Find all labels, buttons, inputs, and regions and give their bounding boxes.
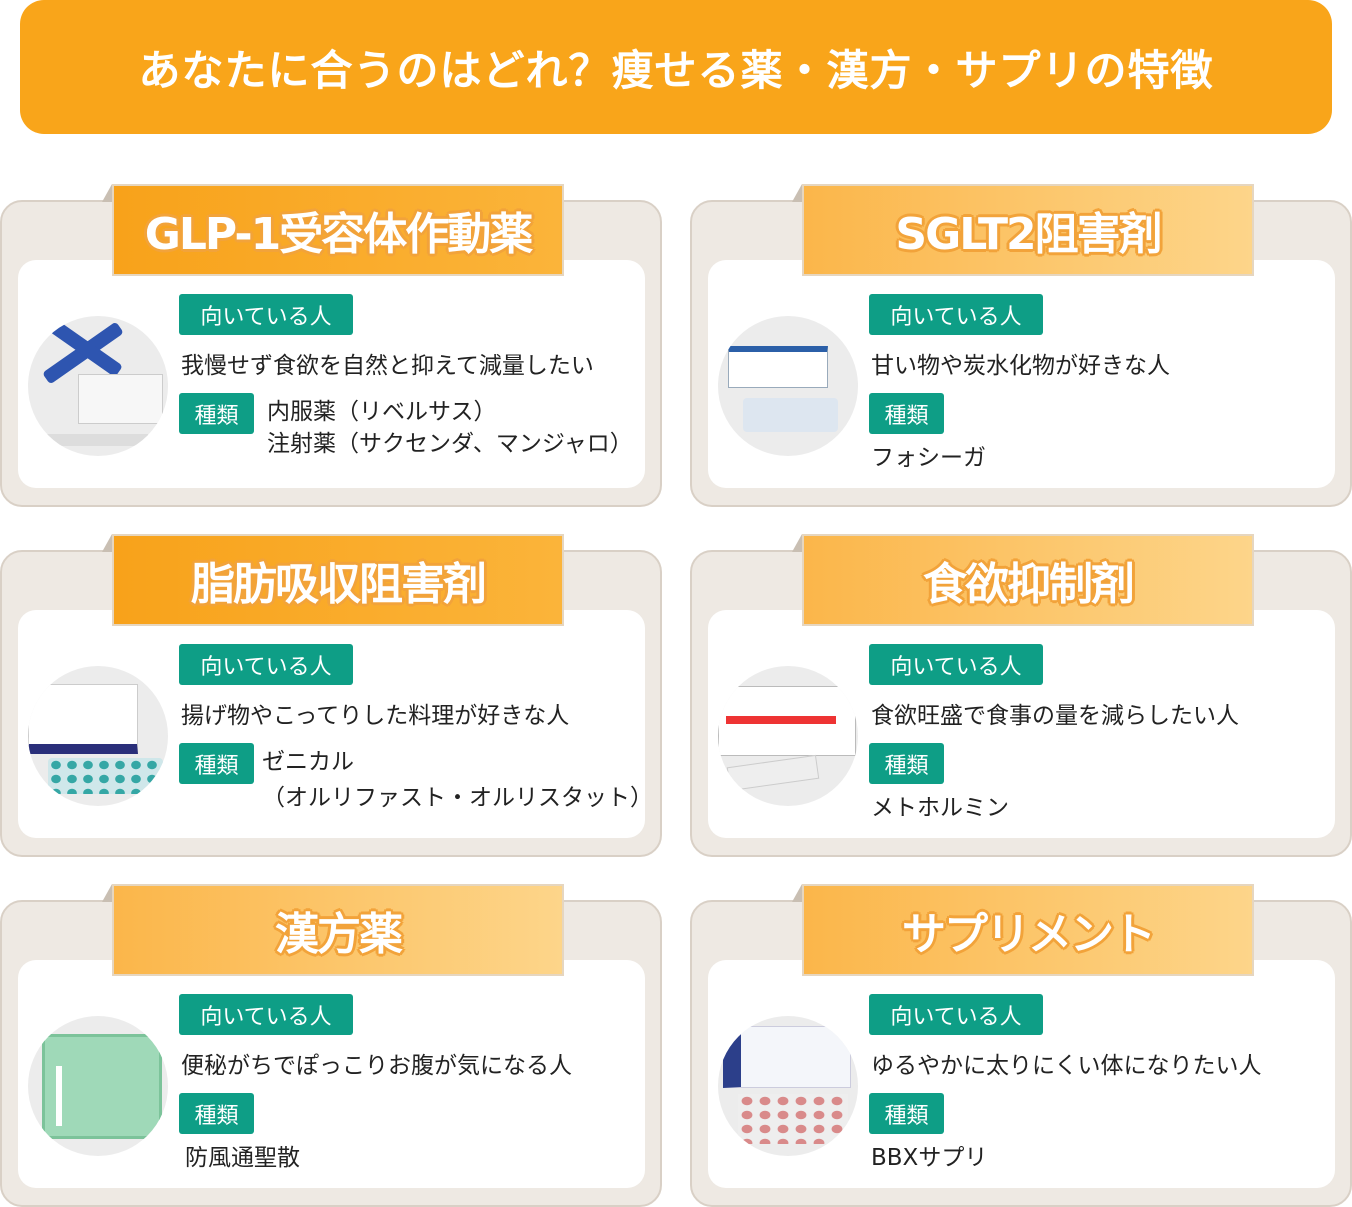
- kind-badge: 種類: [179, 393, 254, 434]
- product-shape: [38, 434, 148, 446]
- kind-text: 防風通聖散: [185, 1142, 300, 1174]
- card-panel: 向いている人 食欲旺盛で食事の量を減らしたい人 種類 メトホルミン: [708, 610, 1335, 838]
- product-shape: [726, 754, 820, 792]
- card-panel: 向いている人 我慢せず食欲を自然と抑えて減量したい 種類 内服薬（リベルサス） …: [18, 260, 645, 488]
- kind-line: （オルリファスト・オルリスタット）: [262, 785, 653, 811]
- tab-fold: [102, 184, 112, 202]
- card-title: 食欲抑制剤: [923, 559, 1135, 610]
- suitable-badge: 向いている人: [869, 294, 1043, 335]
- card-glp1: GLP-1受容体作動薬 向いている人 我慢せず食欲を自然と抑えて減量したい 種類…: [0, 184, 662, 507]
- kind-badge: 種類: [869, 1093, 944, 1134]
- kind-badge: 種類: [869, 743, 944, 784]
- product-image-kampo: [28, 1016, 168, 1156]
- product-image-bbx: [718, 1016, 858, 1156]
- tab-fold: [792, 184, 802, 202]
- card-appetite-suppressant: 食欲抑制剤 向いている人 食欲旺盛で食事の量を減らしたい人 種類 メトホルミン: [690, 534, 1352, 857]
- suitable-badge: 向いている人: [179, 644, 353, 685]
- suitable-text: ゆるやかに太りにくい体になりたい人: [871, 1053, 1262, 1079]
- kind-line: フォシーガ: [871, 445, 986, 471]
- card-panel: 向いている人 揚げ物やこってりした料理が好きな人 種類 ゼニカル （オルリファス…: [18, 610, 653, 838]
- tab-fold: [792, 534, 802, 552]
- kind-text: フォシーガ: [871, 442, 986, 474]
- card-title: 漢方薬: [275, 909, 403, 960]
- card-panel: 向いている人 ゆるやかに太りにくい体になりたい人 種類 BBXサプリ: [708, 960, 1335, 1188]
- product-image-orlifast: [28, 666, 168, 806]
- product-shape: [743, 398, 838, 432]
- product-image-glp1: [28, 316, 168, 456]
- kind-text: ゼニカル （オルリファスト・オルリスタット）: [262, 746, 653, 814]
- kind-text: BBXサプリ: [871, 1142, 987, 1174]
- kind-line: 内服薬（リベルサス）: [267, 399, 497, 425]
- product-shape: [726, 716, 836, 724]
- card-title-tab: GLP-1受容体作動薬: [112, 184, 564, 276]
- suitable-badge: 向いている人: [869, 994, 1043, 1035]
- card-title-tab: 脂肪吸収阻害剤: [112, 534, 564, 626]
- kind-line: ゼニカル: [262, 749, 354, 775]
- tab-fold: [102, 534, 112, 552]
- kind-text: メトホルミン: [871, 792, 1009, 824]
- card-supplement: サプリメント 向いている人 ゆるやかに太りにくい体になりたい人 種類 BBXサプ…: [690, 884, 1352, 1207]
- card-panel: 向いている人 便秘がちでぽっこりお腹が気になる人 種類 防風通聖散: [18, 960, 645, 1188]
- suitable-badge: 向いている人: [179, 294, 353, 335]
- suitable-text: 便秘がちでぽっこりお腹が気になる人: [181, 1053, 572, 1079]
- card-title: 脂肪吸収阻害剤: [191, 559, 487, 610]
- card-title-tab: 漢方薬: [112, 884, 564, 976]
- product-shape: [42, 1034, 162, 1139]
- kind-badge: 種類: [179, 743, 254, 784]
- card-title: サプリメント: [902, 909, 1156, 960]
- product-shape: [56, 1066, 62, 1126]
- card-title: GLP-1受容体作動薬: [144, 209, 534, 260]
- suitable-text: 我慢せず食欲を自然と抑えて減量したい: [181, 353, 594, 379]
- page-title: あなたに合うのはどれ？痩せる薬・漢方・サプリの特徴: [138, 45, 1214, 95]
- card-fat-absorption: 脂肪吸収阻害剤 向いている人 揚げ物やこってりした料理が好きな人 種類 ゼニカル…: [0, 534, 662, 857]
- product-shape: [48, 758, 163, 794]
- kind-badge: 種類: [179, 1093, 254, 1134]
- card-kampo: 漢方薬 向いている人 便秘がちでぽっこりお腹が気になる人 種類 防風通聖散: [0, 884, 662, 1207]
- card-title-tab: 食欲抑制剤: [802, 534, 1254, 626]
- tab-fold: [102, 884, 112, 902]
- card-title: SGLT2阻害剤: [895, 209, 1162, 260]
- suitable-text: 甘い物や炭水化物が好きな人: [871, 353, 1170, 379]
- kind-line: 防風通聖散: [185, 1145, 300, 1171]
- card-title-tab: サプリメント: [802, 884, 1254, 976]
- card-panel: 向いている人 甘い物や炭水化物が好きな人 種類 フォシーガ: [708, 260, 1335, 488]
- suitable-text: 揚げ物やこってりした料理が好きな人: [181, 703, 570, 729]
- kind-line: 注射薬（サクセンダ、マンジャロ）: [267, 431, 633, 457]
- suitable-text: 食欲旺盛で食事の量を減らしたい人: [871, 703, 1239, 729]
- card-title-tab: SGLT2阻害剤: [802, 184, 1254, 276]
- suitable-badge: 向いている人: [869, 644, 1043, 685]
- product-shape: [728, 346, 828, 388]
- product-shape: [78, 374, 163, 424]
- product-shape: [723, 1026, 851, 1088]
- tab-fold: [792, 884, 802, 902]
- kind-line: BBXサプリ: [871, 1145, 988, 1171]
- header-banner: あなたに合うのはどれ？痩せる薬・漢方・サプリの特徴: [20, 0, 1332, 134]
- kind-text: 内服薬（リベルサス） 注射薬（サクセンダ、マンジャロ）: [267, 396, 633, 460]
- suitable-badge: 向いている人: [179, 994, 353, 1035]
- kind-badge: 種類: [869, 393, 944, 434]
- product-image-metformin: [718, 666, 858, 806]
- product-image-sglt2: [718, 316, 858, 456]
- kind-line: メトホルミン: [871, 795, 1009, 821]
- card-sglt2: SGLT2阻害剤 向いている人 甘い物や炭水化物が好きな人 種類 フォシーガ: [690, 184, 1352, 507]
- product-shape: [28, 684, 138, 754]
- product-shape: [738, 1094, 848, 1144]
